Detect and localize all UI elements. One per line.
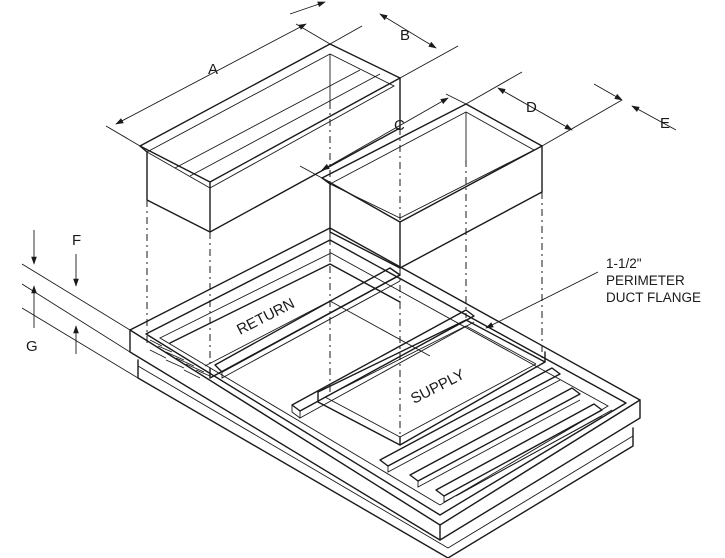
- dim-g-label: G: [26, 338, 38, 355]
- flange-callout-line3: DUCT FLANGE: [606, 290, 701, 305]
- dim-f-label: F: [72, 232, 81, 249]
- dim-c-label: C: [394, 117, 405, 134]
- roof-curb-base: [129, 227, 641, 558]
- dim-b-label: B: [400, 27, 410, 44]
- return-duct: [139, 43, 401, 233]
- return-opening-label: RETURN: [234, 295, 297, 339]
- flange-callout-line2: PERIMETER: [606, 273, 685, 288]
- dim-e-label: E: [660, 115, 670, 132]
- projection-lines: [146, 102, 543, 440]
- dim-d-label: D: [526, 99, 537, 116]
- supply-duct: [321, 103, 543, 269]
- insulation-hatch: [149, 339, 211, 379]
- dim-a-label: A: [208, 61, 218, 78]
- dimension-lines: [21, 1, 677, 379]
- supply-opening-label: SUPPLY: [408, 366, 467, 408]
- flange-callout-line1: 1-1/2": [606, 256, 642, 271]
